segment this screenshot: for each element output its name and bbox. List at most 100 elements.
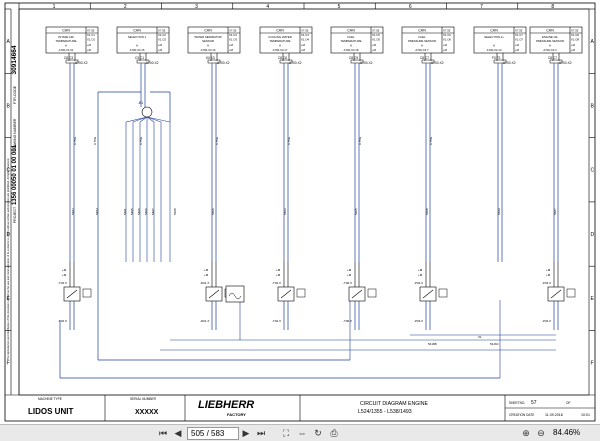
wire-number: 5405 xyxy=(354,208,358,215)
water-separator-wave xyxy=(228,292,242,300)
column-number: 6 xyxy=(409,4,412,10)
side-text: DRAWING NUMBER xyxy=(13,118,17,151)
wire-gauge-label: 0.75G xyxy=(93,136,97,145)
sensor-side xyxy=(296,288,306,298)
sensor-ref: -D01.X xyxy=(200,281,209,285)
print-icon[interactable]: ⎙ xyxy=(330,428,338,438)
creation-date-label: CREATION DATE xyxy=(509,413,534,417)
wire-number: 5407 xyxy=(151,208,155,215)
connector xyxy=(493,59,507,64)
wire-number: 5406 xyxy=(144,208,148,215)
next-page-icon[interactable]: ▶ xyxy=(242,428,250,438)
can-dev: A700-X2.15 xyxy=(130,48,145,52)
wire-number: 5404 xyxy=(95,208,99,215)
fit-width-icon[interactable]: ⇔ xyxy=(297,428,307,438)
wire-number: 5403 xyxy=(283,208,287,215)
last-page-icon[interactable]: ⏭ xyxy=(256,428,266,438)
can-pin: +M xyxy=(301,48,306,52)
wire-number: 5406 xyxy=(137,208,141,215)
creation-date: 11.09.2018 xyxy=(545,413,563,417)
can-desc: ENGINE OIL xyxy=(542,35,558,39)
page-number-input[interactable]: 505 / 583 xyxy=(187,427,239,440)
can-ref: X1.O8 xyxy=(571,38,579,42)
can-ref: X1.O6 xyxy=(443,38,451,42)
can-a: A xyxy=(207,44,209,48)
can-block-frame xyxy=(259,26,313,54)
branch-wire xyxy=(132,116,148,123)
can-desc: FUEL xyxy=(418,35,426,39)
column-number: 4 xyxy=(266,4,269,10)
row-letter: C xyxy=(7,168,11,174)
can-a: A xyxy=(350,44,352,48)
prev-page-icon[interactable]: ◀ xyxy=(174,428,182,438)
can-desc: FUEL xyxy=(347,35,355,39)
wire-number: 5409 xyxy=(497,208,501,215)
can-title: CAN xyxy=(490,29,498,33)
sensor-pin: +M xyxy=(204,268,209,272)
column-number: 5 xyxy=(338,4,341,10)
sensor-symbol xyxy=(550,289,562,299)
can-pin: +M xyxy=(571,48,576,52)
can-ref: X7.55 xyxy=(443,29,451,33)
sensor-pin: +M xyxy=(276,268,281,272)
sensors: +M+M-T32.X-T32.X+M+M-D01.X-D01.X+M+M-T04… xyxy=(58,262,576,330)
row-letter: F xyxy=(591,361,594,367)
can-pin: +M xyxy=(571,43,576,47)
can-ref: X1.O7 xyxy=(515,38,523,42)
creation-time: 10:01 xyxy=(581,413,590,417)
can-desc: TEMPERATURE xyxy=(341,39,362,43)
can-ref: X1.O1 xyxy=(87,38,95,42)
can-block-frame xyxy=(330,26,384,54)
can-x2: -A700-X2 xyxy=(359,61,373,65)
can-desc: PRESSURE SENSOR xyxy=(408,39,436,43)
sensor-pin: +M xyxy=(418,273,423,277)
zoom-out-icon[interactable]: ⊖ xyxy=(537,428,545,438)
can-pin: +M xyxy=(443,48,448,52)
can-ref: X1.C4 xyxy=(301,33,309,37)
can-ref: X1.C1 xyxy=(87,33,95,37)
row-letter: C xyxy=(591,168,595,174)
can-title: CAN xyxy=(347,29,355,33)
first-page-icon[interactable]: ⏮ xyxy=(158,428,168,438)
sensor: +M+M-P03.X-P03.X xyxy=(414,262,448,330)
sheet-label: SHEETNO. xyxy=(509,401,525,405)
sensor: +M+M-D01.X-D01.X xyxy=(200,262,234,330)
sensor-pin: +M xyxy=(546,273,551,277)
of-label: OF xyxy=(566,401,570,405)
machine-type-label: MACHINE TYPE xyxy=(38,397,62,401)
rotate-icon[interactable]: ↻ xyxy=(314,428,322,438)
can-dev: A700-X2.3 xyxy=(543,48,557,52)
can-block-frame xyxy=(116,26,170,54)
zoom-in-icon[interactable]: ⊕ xyxy=(522,428,530,438)
drawing-models: L524/1355 - L538/1493 xyxy=(358,409,412,415)
branch-wire xyxy=(146,116,162,123)
can-pin: +M xyxy=(229,48,234,52)
can-ref: X1.C7 xyxy=(515,33,523,37)
machine-type: LIDOS UNIT xyxy=(28,407,73,416)
bus-label: 5416C xyxy=(490,342,500,346)
serial-number: XXXXX xyxy=(135,409,159,416)
row-letter: A xyxy=(7,39,11,45)
column-number: 7 xyxy=(480,4,483,10)
can-title: CAN xyxy=(418,29,426,33)
can-pin: +M xyxy=(87,48,92,52)
row-letter: B xyxy=(7,103,11,109)
drawing-description: CIRCUIT DIAGRAM ENGINE xyxy=(360,401,428,407)
fit-page-icon[interactable]: ⛶ xyxy=(282,428,290,438)
can-block-frame xyxy=(529,26,583,54)
wire-number: 5407 xyxy=(553,208,557,215)
wire-gauge-label: 0.75G xyxy=(429,136,433,145)
sensor-symbol xyxy=(208,289,220,299)
sensor-pin: +M xyxy=(546,268,551,272)
brand-sub: FACTORY xyxy=(227,412,246,417)
can-ref: X7.55 xyxy=(158,29,166,33)
copyright-note: The reproduction and distribution of thi… xyxy=(6,158,10,360)
can-dev: A700-X1.51 xyxy=(59,48,74,52)
